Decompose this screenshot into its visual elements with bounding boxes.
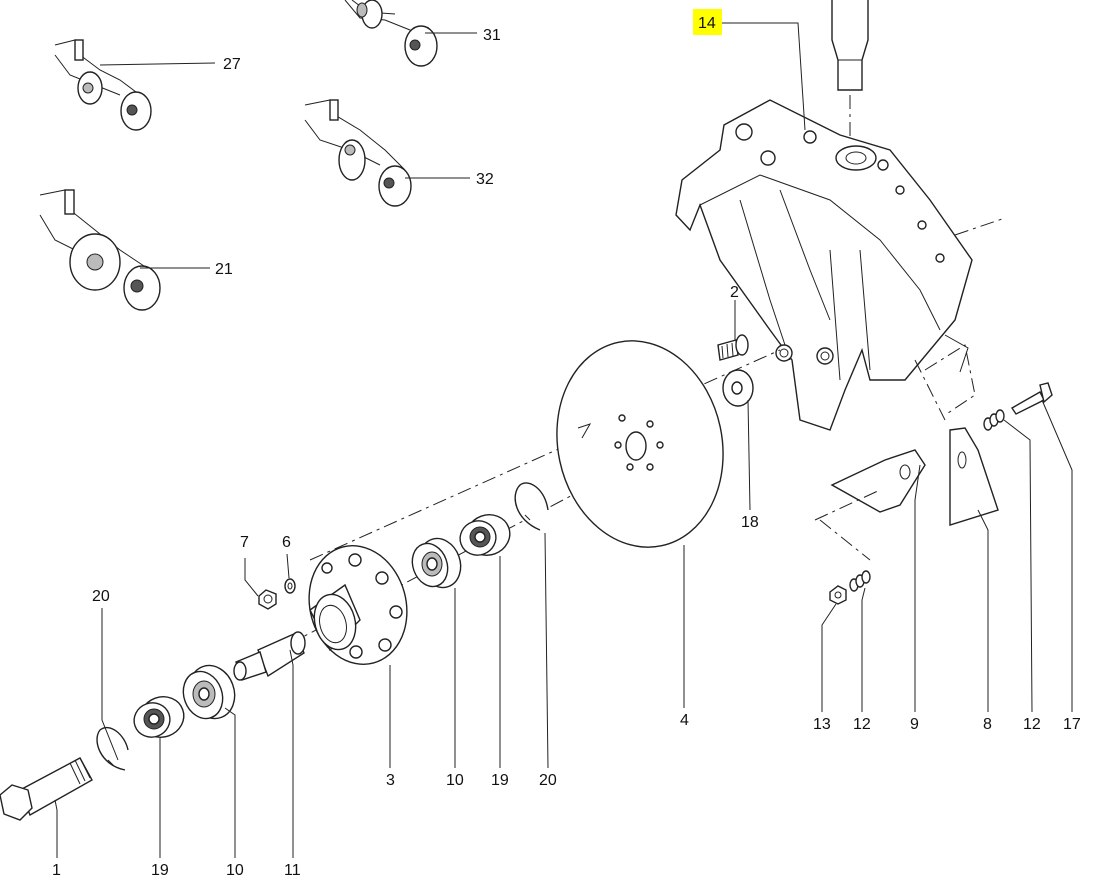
callout-12-right: 12: [1023, 716, 1041, 733]
frame-bracket-part: [675, 99, 1006, 431]
callout-14: 14: [698, 15, 716, 32]
spring-part-12-right: [983, 409, 1005, 431]
spacer-part-11: [233, 631, 306, 681]
scraper-part-9: [814, 449, 926, 561]
callout-32: 32: [476, 171, 494, 188]
washer-part-18: [722, 369, 754, 407]
callout-21: 21: [215, 261, 233, 278]
callout-9: 9: [910, 716, 919, 733]
callout-10-left: 10: [226, 862, 244, 879]
hub-part-3: [308, 545, 408, 665]
bearing-part-19-left: [133, 696, 185, 738]
nut-part-7: [258, 589, 277, 610]
shaft-part: [831, 0, 869, 140]
callout-12-left: 12: [853, 716, 871, 733]
bearing-part-19-right: [459, 514, 511, 556]
bolt-part-17: [1011, 382, 1053, 415]
assembly-thumbnail-27: [54, 39, 152, 131]
bolt-part-2: [717, 334, 749, 361]
assembly-thumbnail-21: [39, 189, 161, 311]
assembly-thumbnail-32: [304, 99, 412, 207]
callout-19-right: 19: [491, 772, 509, 789]
callout-20-left: 20: [92, 588, 110, 605]
washer-part-6: [284, 578, 296, 594]
callout-4: 4: [680, 712, 689, 729]
callout-3: 3: [386, 772, 395, 789]
callout-27: 27: [223, 56, 241, 73]
axle-bolt-part-1: [0, 757, 93, 821]
disc-part-4: [556, 340, 724, 548]
callout-labels: 27 31 32 21 14 2 18 7 6 20 4 3 10 19 20 …: [52, 15, 1081, 879]
callout-11: 11: [284, 862, 301, 879]
callout-13: 13: [813, 716, 831, 733]
callout-17: 17: [1063, 716, 1081, 733]
spring-part-12-left: [849, 570, 871, 592]
bearing-part-10-right: [411, 537, 462, 589]
callout-1: 1: [52, 862, 61, 879]
bearing-part-10-left: [182, 664, 236, 720]
callout-7: 7: [240, 534, 249, 551]
highlight-marker-14: [693, 9, 722, 35]
callout-31: 31: [483, 27, 501, 44]
callout-2: 2: [730, 284, 739, 301]
axis-line-upper: [309, 349, 781, 561]
snap-ring-part-20-right: [514, 482, 549, 531]
callout-10-right: 10: [446, 772, 464, 789]
assembly-thumbnail-31: [344, 0, 438, 67]
callout-8: 8: [983, 716, 992, 733]
callout-18: 18: [741, 514, 759, 531]
leader-lines: [54, 22, 1073, 858]
nut-part-13: [829, 585, 847, 605]
callout-19-left: 19: [151, 862, 169, 879]
axis-line-lower: [239, 469, 621, 671]
callout-6: 6: [282, 534, 291, 551]
callout-20-right: 20: [539, 772, 557, 789]
snap-ring-part-20-left: [96, 726, 129, 771]
scraper-part-8: [949, 427, 999, 526]
